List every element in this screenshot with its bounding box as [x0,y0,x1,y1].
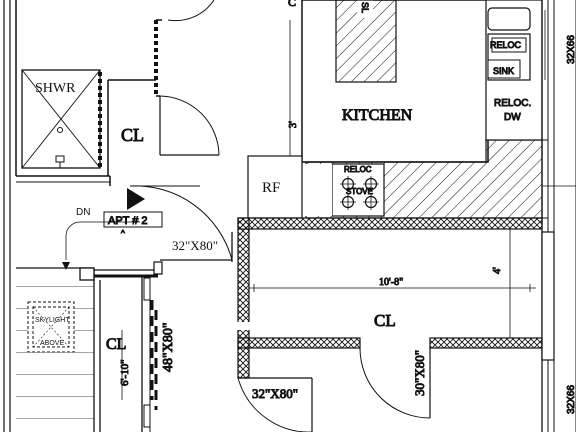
closet-left-dim: 6'-10" [119,359,131,386]
door-bottom-dim: 32"X80" [252,386,298,401]
width-dim: 10'-8" [379,277,403,288]
apartment-entry: APT # 2 ^ [103,176,233,262]
apartment-label: APT # 2 [108,215,148,227]
skylight-label-1: SKYLIGHT [35,317,70,324]
kitchen-side-dim: 3' [288,121,299,128]
refrigerator: RF [247,155,303,219]
kitchen-label: KITCHEN [342,107,413,124]
door-closet-dim: 30"X80" [412,350,427,396]
stove-label-1: RELOC [344,165,372,174]
skylight-label-2: ABOVE [40,340,64,347]
sink-label-1: RELOC [490,40,522,50]
right-window: 32X66 32X66 [540,0,576,432]
window-top-label: 32X66 [566,35,576,64]
closet-top-label: CL [121,125,144,145]
closet-center-label: CL [374,311,396,330]
height-dim: 4' [492,267,503,274]
refrigerator-label: RF [262,180,280,196]
lower-wall: 32"X80" [237,377,313,432]
outer-walls [3,0,110,432]
sink-area: RELOC SINK RELOC. DW [485,0,543,141]
dw-label-2: DW [504,112,521,123]
stove-burners [340,176,379,210]
stove-label-2: STOVE [346,187,373,196]
entry-arrow-icon [127,188,145,210]
door-tall-dim: 48"X80" [161,322,176,372]
door-top-dim: 32"X80" [172,238,218,253]
closet-left-label: CL [106,336,126,353]
shower-label: SHWR [35,81,76,96]
closet-top: CL [98,0,220,176]
kitchen: SL KITCHEN 3' C [288,0,489,163]
kitchen-counter: RELOC STOVE [302,139,543,219]
shower: SHWR [21,69,101,169]
dw-label-1: RELOC. [494,98,531,109]
window-bottom-label: 32X66 [566,385,576,414]
closet-left: CL 6'-10" 48"X80" [79,261,177,432]
sink-label-2: SINK [493,66,514,76]
island-label: SL [360,2,370,13]
closet-center: 10'-8" 4' CL 30"X80" [236,217,543,419]
down-label: DN [76,207,90,218]
stairs: DN SKYLIGHT ABOVE [16,207,140,432]
svg-text:^: ^ [121,229,125,238]
svg-text:C: C [288,0,296,9]
